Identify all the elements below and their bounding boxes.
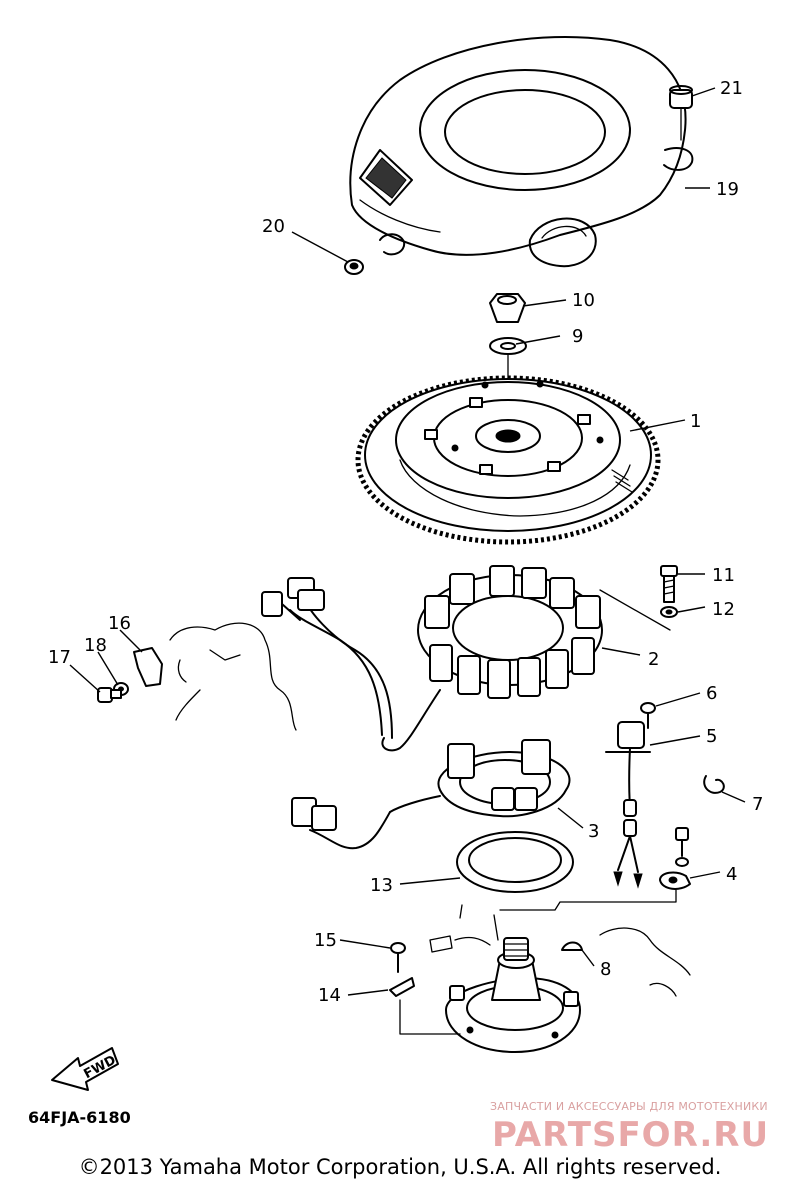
pulser-coil-part-3 bbox=[291, 739, 571, 850]
thermo-sensor-part-5 bbox=[605, 721, 651, 889]
callout-21: 21 bbox=[720, 78, 743, 99]
callout-6: 6 bbox=[706, 683, 717, 704]
bracket-part-16 bbox=[133, 647, 163, 687]
callout-14: 14 bbox=[318, 985, 341, 1006]
screw-part-15 bbox=[390, 942, 406, 973]
bracket-part-14 bbox=[389, 977, 415, 997]
flywheel-cover-part-19 bbox=[349, 35, 694, 268]
callout-numbers: 1 2 3 4 5 6 7 8 9 10 11 12 13 14 15 16 1… bbox=[48, 78, 763, 1006]
washer-part-12 bbox=[660, 606, 678, 618]
fwd-arrow-icon: FWD bbox=[51, 1047, 119, 1091]
bolt-part-11 bbox=[660, 565, 678, 603]
callout-8: 8 bbox=[600, 959, 611, 980]
nut-part-10 bbox=[489, 293, 526, 323]
callout-5: 5 bbox=[706, 726, 717, 747]
bolt-part-17 bbox=[97, 687, 122, 703]
stator-harness bbox=[261, 577, 393, 739]
callout-1: 1 bbox=[690, 411, 701, 432]
callout-leaders bbox=[69, 87, 746, 996]
callout-20: 20 bbox=[262, 216, 285, 237]
stator-coil-part-2 bbox=[381, 565, 671, 752]
copyright-notice: ©2013 Yamaha Motor Corporation, U.S.A. A… bbox=[78, 1155, 722, 1179]
callout-7: 7 bbox=[752, 794, 763, 815]
assembly-guide-lines bbox=[399, 889, 677, 1035]
watermark-tagline: ЗАПЧАСТИ И АКСЕССУАРЫ ДЛЯ МОТОТЕХНИКИ bbox=[490, 1100, 768, 1113]
watermark-logo: PARTSFOR.RU bbox=[492, 1115, 769, 1155]
callout-4: 4 bbox=[726, 864, 737, 885]
callout-11: 11 bbox=[712, 565, 735, 586]
crankcase-base bbox=[429, 927, 691, 1053]
callout-12: 12 bbox=[712, 599, 735, 620]
clip-part-7 bbox=[703, 775, 725, 794]
engine-block-outline bbox=[169, 622, 297, 731]
diagram-part-code: 64FJA-6180 bbox=[28, 1108, 131, 1127]
callout-10: 10 bbox=[572, 290, 595, 311]
callout-17: 17 bbox=[48, 647, 71, 668]
retainer-ring-part-13 bbox=[456, 831, 574, 893]
screw-part-6 bbox=[640, 702, 656, 729]
woodruff-key-part-8 bbox=[561, 941, 583, 951]
callout-3: 3 bbox=[588, 821, 599, 842]
clamp-part-4 bbox=[659, 827, 691, 890]
callout-19: 19 bbox=[716, 179, 739, 200]
callout-9: 9 bbox=[572, 326, 583, 347]
watermark: ЗАПЧАСТИ И АКСЕССУАРЫ ДЛЯ МОТОТЕХНИКИ PA… bbox=[490, 1100, 769, 1155]
callout-18: 18 bbox=[84, 635, 107, 656]
washer-part-9 bbox=[489, 337, 527, 355]
collar-part-20 bbox=[344, 259, 364, 275]
flywheel-part-1 bbox=[355, 375, 661, 545]
callout-16: 16 bbox=[108, 613, 131, 634]
grommet-part-21 bbox=[669, 85, 693, 141]
callout-15: 15 bbox=[314, 930, 337, 951]
callout-2: 2 bbox=[648, 649, 659, 670]
callout-13: 13 bbox=[370, 875, 393, 896]
